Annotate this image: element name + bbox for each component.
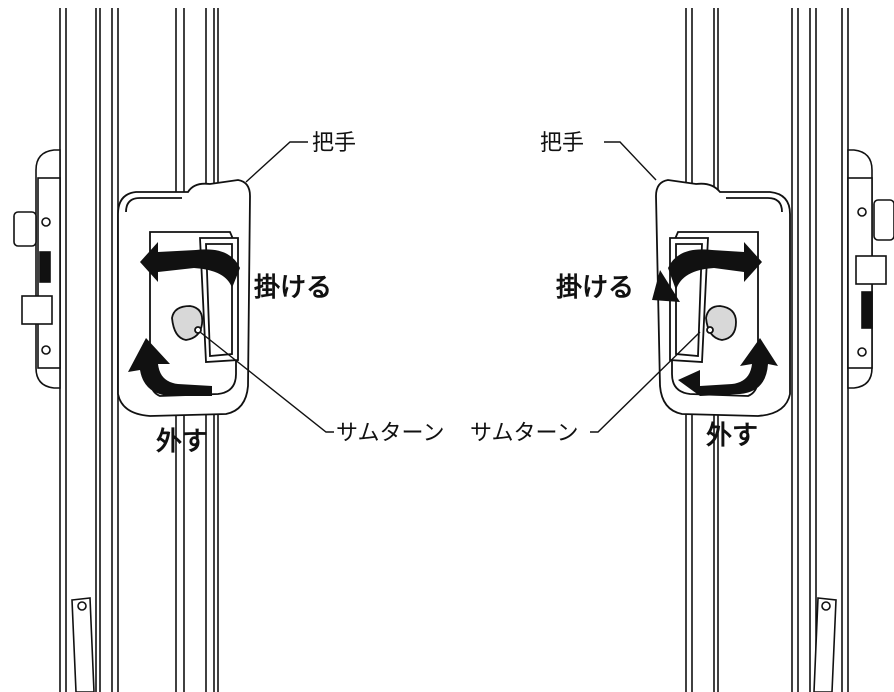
left-unlock-arrow [128, 338, 212, 396]
thumbturn-label-left: サムターン [336, 421, 444, 446]
handle-label-right: 把手 [540, 131, 584, 156]
unlock-label-right: 外す [706, 421, 758, 451]
right-lower-latch [813, 597, 837, 692]
thumbturn-label-right: サムターン [470, 421, 578, 446]
left-handle [117, 179, 251, 417]
handle-label-left: 把手 [312, 131, 356, 156]
left-lock-arrow [140, 242, 240, 288]
left-lower-latch [71, 597, 95, 692]
unlock-label-left: 外す [156, 427, 208, 457]
left-lock-case [13, 149, 61, 389]
lock-label-left: 掛ける [254, 273, 332, 303]
right-lock-arrow [652, 242, 762, 302]
leader-lines [199, 141, 701, 433]
lock-label-right: 掛ける [556, 273, 634, 303]
right-lock-case [847, 149, 894, 389]
right-unlock-arrow [678, 338, 778, 396]
